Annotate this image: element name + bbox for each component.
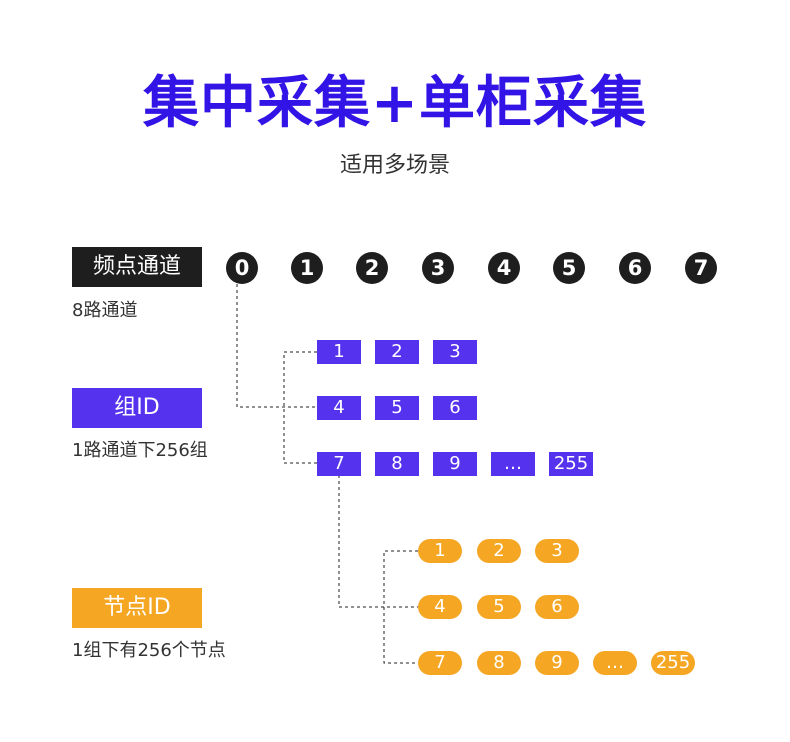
node-pill: 5 bbox=[477, 595, 521, 619]
node-pill: 1 bbox=[418, 539, 462, 563]
channel-circle: 4 bbox=[488, 252, 520, 284]
node-pill: 8 bbox=[477, 651, 521, 675]
connector-group-to-node bbox=[338, 475, 418, 608]
group-id-desc: 1路通道下256组 bbox=[72, 440, 208, 461]
node-pill: 7 bbox=[418, 651, 462, 675]
node-id-label: 节点ID bbox=[72, 588, 202, 628]
page-title: 集中采集+单柜采集 bbox=[143, 71, 647, 136]
channel-circle: 3 bbox=[422, 252, 454, 284]
channel-circle: 0 bbox=[226, 252, 258, 284]
node-pill: 2 bbox=[477, 539, 521, 563]
group-box-ellipsis: … bbox=[491, 452, 535, 476]
frequency-channel-label: 频点通道 bbox=[72, 247, 202, 287]
channel-circle: 7 bbox=[685, 252, 717, 284]
connector-node-bracket bbox=[383, 550, 418, 664]
group-box: 6 bbox=[433, 396, 477, 420]
frequency-channel-desc: 8路通道 bbox=[72, 300, 138, 321]
node-pill: 6 bbox=[535, 595, 579, 619]
channel-circle: 1 bbox=[291, 252, 323, 284]
group-box: 255 bbox=[549, 452, 593, 476]
node-pill: 3 bbox=[535, 539, 579, 563]
node-pill-ellipsis: … bbox=[593, 651, 637, 675]
group-box: 8 bbox=[375, 452, 419, 476]
group-box: 2 bbox=[375, 340, 419, 364]
connector-channel-to-group bbox=[236, 284, 317, 408]
channel-circle: 5 bbox=[553, 252, 585, 284]
group-box: 5 bbox=[375, 396, 419, 420]
channel-circle: 2 bbox=[356, 252, 388, 284]
group-box: 7 bbox=[317, 452, 361, 476]
node-pill: 4 bbox=[418, 595, 462, 619]
group-box: 9 bbox=[433, 452, 477, 476]
page-subtitle: 适用多场景 bbox=[339, 153, 450, 178]
channel-circle: 6 bbox=[619, 252, 651, 284]
node-pill: 9 bbox=[535, 651, 579, 675]
group-box: 1 bbox=[317, 340, 361, 364]
group-box: 3 bbox=[433, 340, 477, 364]
group-box: 4 bbox=[317, 396, 361, 420]
node-id-desc: 1组下有256个节点 bbox=[72, 640, 226, 661]
node-pill: 255 bbox=[651, 651, 695, 675]
group-id-label: 组ID bbox=[72, 388, 202, 428]
